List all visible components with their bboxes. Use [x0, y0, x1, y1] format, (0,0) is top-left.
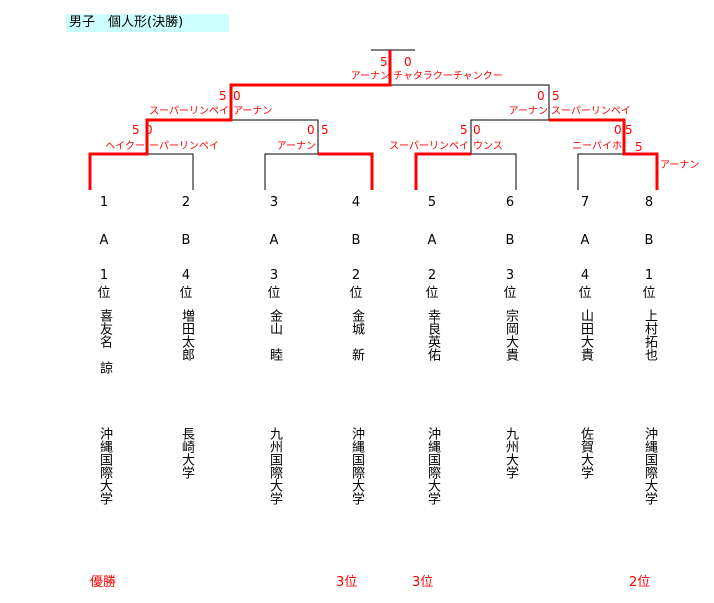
player-result: 2位: [629, 575, 651, 590]
final-score-right: 0: [404, 55, 412, 69]
winner-path-5: [414, 152, 471, 190]
player-school: 沖縄国際大学: [642, 427, 657, 505]
player-rank: 1: [99, 268, 109, 283]
r1m2-score-right: 5: [321, 123, 329, 137]
player-rank-suffix: 位: [267, 286, 281, 301]
final-right-line: [390, 84, 550, 120]
r1m3-score-right: 0: [473, 123, 481, 137]
r1m3-kata-left: スーパーリンペイ: [389, 141, 469, 152]
semi1-kata-left: スーパーリンペイ: [149, 106, 229, 117]
player-number: 1: [99, 195, 109, 210]
r1m2-kata-left: アーナン: [276, 141, 316, 152]
winner-path-1: [88, 50, 392, 190]
player-block: B: [644, 233, 654, 248]
player-rank-suffix: 位: [349, 286, 363, 301]
player-school: 沖縄国際大学: [425, 427, 440, 505]
player-name: 上村拓也: [642, 309, 657, 361]
player-rank-suffix: 位: [425, 286, 439, 301]
final-score-left: 5: [380, 55, 388, 69]
r1m4-kata-left: ニーパイホ: [572, 141, 622, 152]
player-number: 2: [181, 195, 191, 210]
winner-path-4: [318, 152, 374, 190]
r1m1-kata-left: ヘイクー: [105, 141, 145, 152]
semi2-kata-right: スーパーリンペイ: [551, 106, 631, 117]
player-name: 喜友名 諒: [97, 309, 112, 374]
final-kata-left: アーナン: [350, 71, 390, 82]
r1m3-score-left: 5: [460, 123, 468, 137]
player-block: B: [181, 233, 191, 248]
r1m1-right-line: [147, 153, 194, 190]
player-result: 3位: [336, 575, 358, 590]
player-rank-suffix: 位: [503, 286, 517, 301]
player-name: 宗岡大貴: [503, 309, 518, 361]
player-block: A: [427, 233, 437, 248]
winner-path-8: [549, 118, 659, 190]
r1m2-left-line: [264, 153, 318, 190]
r1m4-score-left: 0: [614, 123, 622, 137]
semi1-score-right: 0: [233, 89, 241, 103]
player-rank: 2: [427, 268, 437, 283]
player-block: B: [351, 233, 361, 248]
player-rank: 3: [269, 268, 279, 283]
player-school: 九州国際大学: [267, 427, 282, 505]
player-number: 7: [580, 195, 590, 210]
r1m4-score-right: 5: [625, 123, 633, 137]
semi2-score-left: 0: [537, 89, 545, 103]
r1m3-kata-right: ウンス: [473, 141, 503, 152]
player-name: 幸良英佑: [425, 309, 440, 361]
r1m4-left-line: [577, 153, 624, 190]
player-block: A: [99, 233, 109, 248]
r1m4-score-winner: 5: [635, 140, 643, 154]
player-rank: 4: [181, 268, 191, 283]
player-school: 沖縄国際大学: [97, 427, 112, 505]
player-rank: 3: [505, 268, 515, 283]
player-rank-suffix: 位: [642, 286, 656, 301]
player-name: 金山 睦: [267, 309, 282, 361]
player-block: B: [505, 233, 515, 248]
player-school: 沖縄国際大学: [349, 427, 364, 505]
player-rank: 1: [644, 268, 654, 283]
player-number: 3: [269, 195, 279, 210]
r1m1-score-right: 0: [145, 123, 153, 137]
player-school: 長崎大学: [179, 427, 194, 479]
r1m2-score-left: 0: [307, 123, 315, 137]
player-number: 4: [351, 195, 361, 210]
player-name: 増田太郎: [179, 309, 194, 361]
player-block: A: [580, 233, 590, 248]
player-number: 6: [505, 195, 515, 210]
player-rank-suffix: 位: [97, 286, 111, 301]
final-kata-right: チャタラクーチャンクー: [393, 71, 503, 82]
semi2-left-line: [470, 119, 549, 154]
player-name: 山田大貴: [578, 309, 593, 361]
player-result: 優勝: [90, 575, 117, 590]
player-name: 金城 新: [349, 309, 364, 361]
r1m1-kata-right: ーパーリンペイ: [149, 141, 219, 152]
r1m3-right-line: [471, 153, 517, 190]
player-rank: 2: [351, 268, 361, 283]
player-block: A: [269, 233, 279, 248]
page-title: 男子 個人形(決勝): [66, 14, 229, 32]
player-rank-suffix: 位: [578, 286, 592, 301]
semi2-score-right: 5: [552, 89, 560, 103]
semi2-kata-left: アーナン: [508, 106, 548, 117]
player-result: 3位: [412, 575, 434, 590]
semi1-right-line: [231, 119, 319, 154]
player-rank: 4: [580, 268, 590, 283]
player-number: 5: [427, 195, 437, 210]
r1m1-score-left: 5: [132, 123, 140, 137]
player-school: 佐賀大学: [578, 427, 593, 479]
player-rank-suffix: 位: [179, 286, 193, 301]
player-number: 8: [644, 195, 654, 210]
r1m4-kata-right: アーナン: [660, 160, 700, 171]
semi1-kata-right: アーナン: [233, 106, 273, 117]
player-school: 九州大学: [503, 427, 518, 479]
semi1-score-left: 5: [219, 89, 227, 103]
